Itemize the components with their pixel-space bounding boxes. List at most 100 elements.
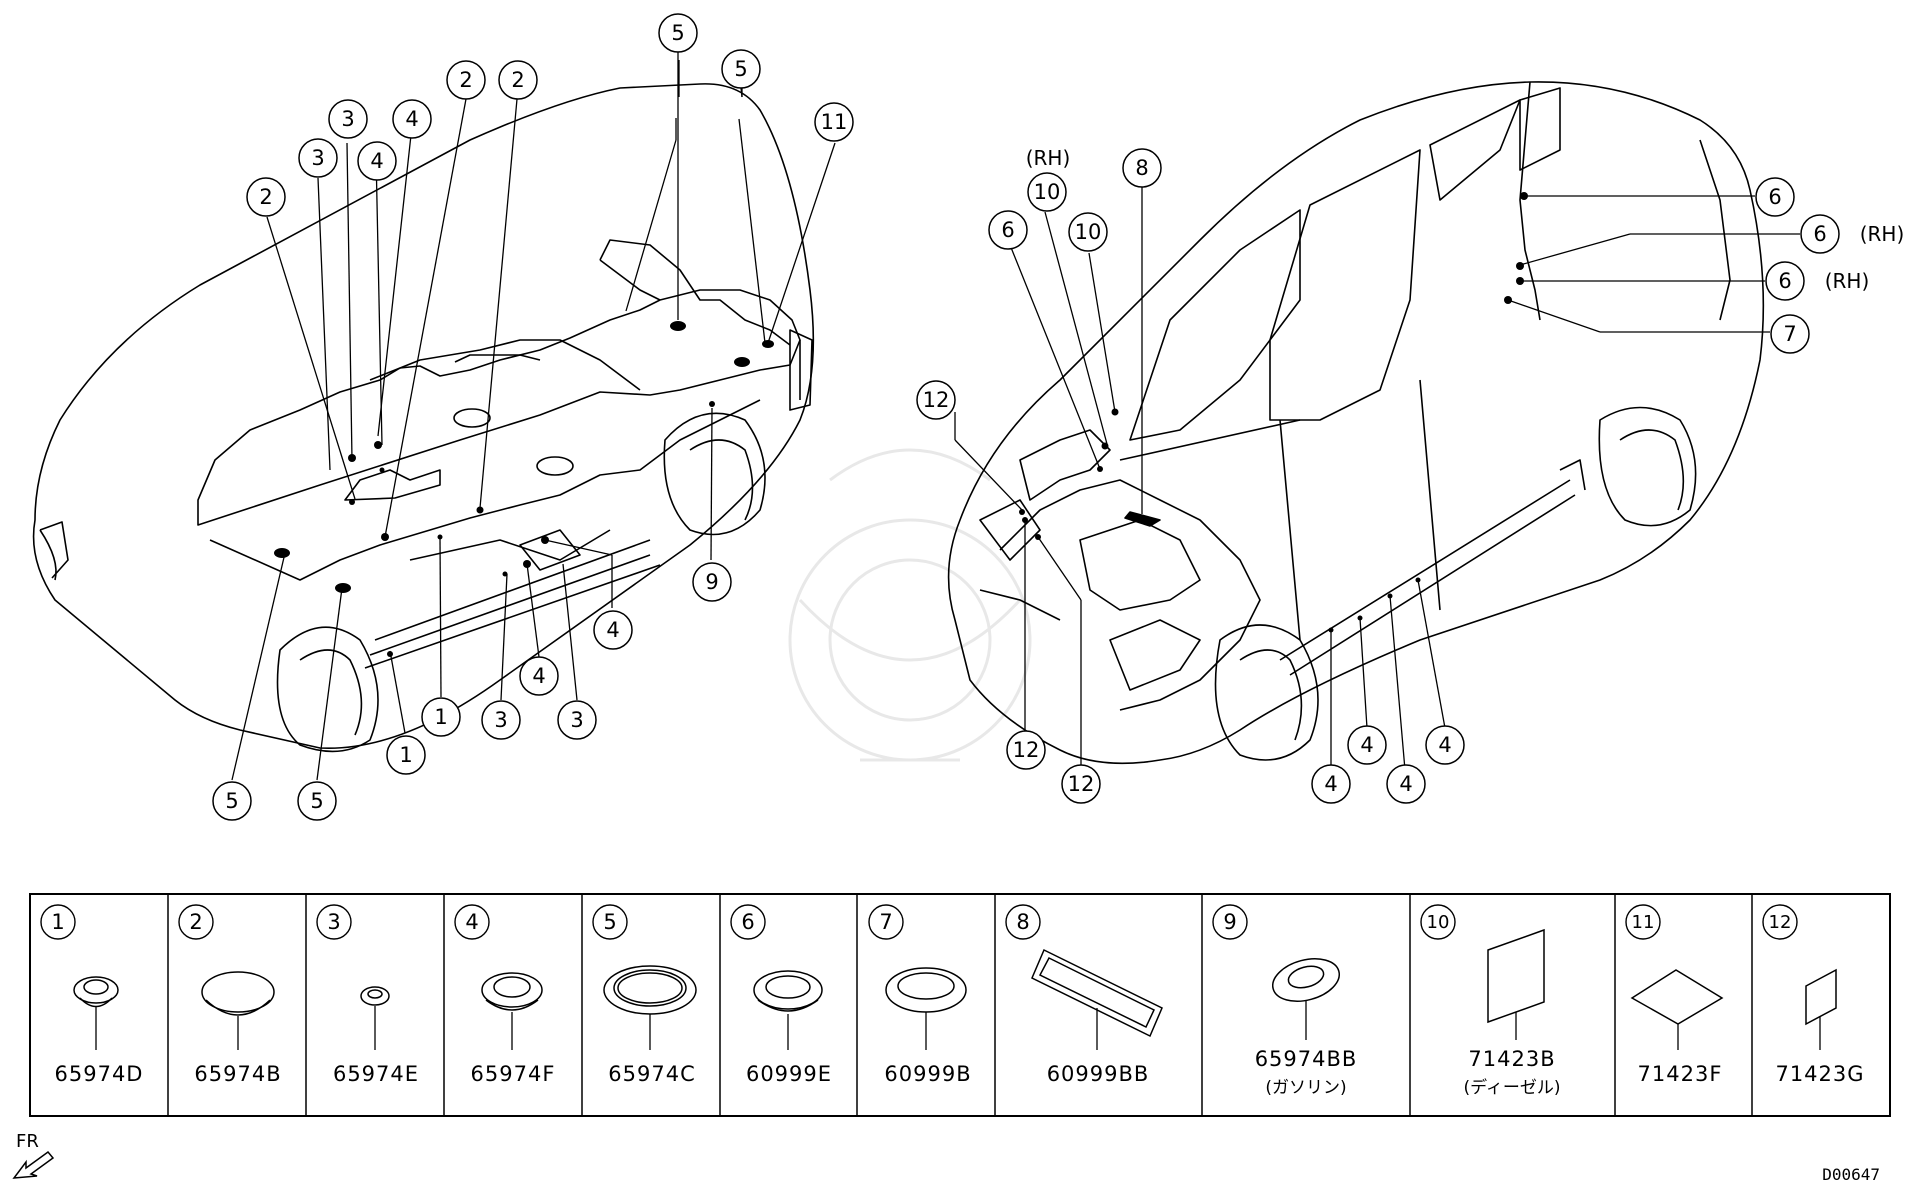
part-number-7: 60999B	[884, 1062, 971, 1086]
callout-12-bottom-a: 12	[1006, 730, 1046, 770]
svg-text:4: 4	[606, 618, 619, 642]
rh-note-6b: (RH)	[1860, 222, 1905, 246]
svg-text:3: 3	[327, 910, 340, 934]
callout-5-top-b: 5	[721, 49, 761, 89]
callout-5-bottom-a: 5	[212, 781, 252, 821]
front-direction-indicator: FR	[12, 1131, 55, 1179]
callout-6-right-c: 6	[1765, 261, 1805, 301]
svg-text:4: 4	[465, 910, 478, 934]
svg-text:10: 10	[1427, 912, 1450, 933]
svg-text:2: 2	[189, 910, 202, 934]
callout-4-right-mid: 4	[593, 610, 633, 650]
part-number-11: 71423F	[1638, 1062, 1723, 1086]
legend-cell-2: 2 65974B	[178, 904, 281, 1086]
svg-text:11: 11	[1632, 912, 1655, 933]
part-number-3: 65974E	[333, 1062, 419, 1086]
svg-text:4: 4	[532, 664, 545, 688]
callout-3-bottom-b: 3	[557, 700, 597, 740]
svg-text:11: 11	[821, 110, 848, 134]
svg-text:6: 6	[1778, 269, 1791, 293]
callout-2-top-b: 2	[498, 60, 538, 100]
grommet-65974c-icon	[603, 965, 697, 1015]
svg-text:2: 2	[259, 185, 272, 209]
callout-1-bottom-b: 1	[386, 735, 426, 775]
callout-3-top-b: 3	[298, 138, 338, 178]
svg-text:12: 12	[923, 388, 950, 412]
svg-text:3: 3	[341, 107, 354, 131]
svg-text:5: 5	[734, 57, 747, 81]
svg-text:3: 3	[570, 708, 583, 732]
callout-4-sill-b: 4	[1347, 725, 1387, 765]
part-number-8: 60999BB	[1047, 1062, 1150, 1086]
front-arrow-icon	[12, 1150, 55, 1179]
part-number-4: 65974F	[471, 1062, 556, 1086]
svg-text:4: 4	[370, 149, 383, 173]
svg-text:9: 9	[1223, 910, 1236, 934]
svg-text:5: 5	[225, 789, 238, 813]
diagram-code: D00647	[1822, 1165, 1880, 1184]
callout-4-sill-a: 4	[1425, 725, 1465, 765]
callout-8: 8	[1122, 148, 1162, 188]
callout-12-top: 12	[916, 380, 956, 420]
svg-text:7: 7	[879, 910, 892, 934]
grommet-65974f-icon	[481, 972, 543, 1011]
svg-text:5: 5	[671, 21, 684, 45]
part-number-1: 65974D	[55, 1062, 144, 1086]
part-note-9: (ガソリン)	[1265, 1078, 1346, 1098]
callout-10-rh: 10	[1027, 172, 1067, 212]
part-number-2: 65974B	[194, 1062, 281, 1086]
svg-text:9: 9	[705, 570, 718, 594]
watermark-emblem	[788, 448, 1032, 762]
callout-3-bottom-a: 3	[481, 700, 521, 740]
callout-5-top-a: 5	[658, 13, 698, 53]
grommet-65974bb-icon	[1272, 958, 1340, 1002]
legend-cell-4: 4 65974F	[454, 904, 556, 1086]
callout-3-top-a: 3	[328, 99, 368, 139]
svg-text:5: 5	[310, 789, 323, 813]
svg-text:2: 2	[511, 68, 524, 92]
svg-text:4: 4	[1438, 733, 1451, 757]
legend-cell-3: 3 65974E	[316, 904, 419, 1086]
legend-cell-10: 10 71423B (ディーゼル)	[1420, 904, 1561, 1098]
svg-text:12: 12	[1068, 772, 1095, 796]
right-vehicle-side	[947, 81, 1765, 765]
svg-text:6: 6	[1768, 185, 1781, 209]
tape-71423b-icon	[1487, 928, 1545, 1024]
svg-text:6: 6	[1001, 218, 1014, 242]
legend-cell-8: 8 60999BB	[1005, 904, 1163, 1086]
callout-9: 9	[692, 562, 732, 602]
svg-text:12: 12	[1013, 738, 1040, 762]
legend-cell-6: 6 60999E	[730, 904, 832, 1086]
grommet-65974d-icon	[73, 976, 119, 1008]
callout-6-right-b: 6	[1800, 214, 1840, 254]
svg-text:12: 12	[1769, 912, 1792, 933]
callout-2-top-a: 2	[446, 60, 486, 100]
svg-text:10: 10	[1075, 220, 1102, 244]
svg-text:5: 5	[603, 910, 616, 934]
svg-text:10: 10	[1034, 180, 1061, 204]
rh-note-6c: (RH)	[1825, 269, 1870, 293]
svg-text:3: 3	[494, 708, 507, 732]
part-note-10: (ディーゼル)	[1463, 1077, 1560, 1098]
svg-text:4: 4	[1399, 772, 1412, 796]
svg-text:1: 1	[399, 743, 412, 767]
callout-7: 7	[1770, 314, 1810, 354]
legend-cell-5: 5 65974C	[592, 904, 697, 1086]
callout-6-left: 6	[988, 210, 1028, 250]
callout-4-sill-d: 4	[1386, 764, 1426, 804]
svg-text:6: 6	[1813, 222, 1826, 246]
callout-4-top-b: 4	[357, 141, 397, 181]
tape-71423g-icon	[1805, 968, 1837, 1026]
callout-1-bottom-a: 1	[421, 697, 461, 737]
part-number-9: 65974BB	[1255, 1047, 1358, 1071]
part-number-5: 65974C	[608, 1062, 695, 1086]
parts-legend-table: 1 65974D 2 65974B 3	[29, 893, 1891, 1117]
callout-4-bottom-mid: 4	[519, 656, 559, 696]
fr-label: FR	[16, 1131, 39, 1152]
callout-4-top-a: 4	[392, 99, 432, 139]
svg-text:4: 4	[405, 107, 418, 131]
part-number-10: 71423B	[1468, 1047, 1555, 1071]
part-number-6: 60999E	[746, 1062, 832, 1086]
plug-65974b-icon	[201, 971, 275, 1016]
